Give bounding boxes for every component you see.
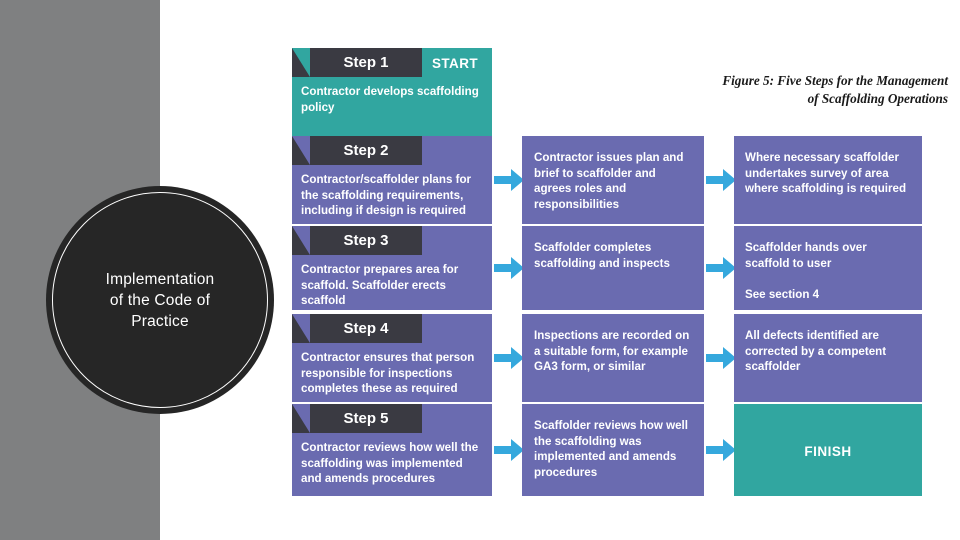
- circle-text-line-1: Implementation: [105, 270, 215, 288]
- right-card-text-3: Scaffolder hands over scaffold to user S…: [745, 241, 867, 301]
- right-card-2[interactable]: Where necessary scaffolder undertakes su…: [734, 136, 922, 224]
- right-card-background-3: [734, 226, 922, 310]
- step-banner-4: Step 4: [292, 314, 422, 343]
- arrow-right-icon-row-2-a: [494, 169, 524, 191]
- step-card-text-5: Contractor reviews how well the scaffold…: [301, 441, 479, 486]
- step-card-3[interactable]: Step 3 Contractor prepares area for scaff…: [292, 226, 492, 310]
- arrow-right-icon-row-5-a: [494, 439, 524, 461]
- figure-title: Figure 5: Five Steps for the Management …: [690, 72, 948, 108]
- step-banner-5: Step 5: [292, 404, 422, 433]
- step-banner-label-5: Step 5: [343, 410, 389, 427]
- step-card-text-2: Contractor/scaffolder plans for the scaf…: [301, 173, 472, 218]
- right-card-background-2: [734, 136, 922, 224]
- arrow-shaft: [494, 176, 513, 184]
- arrow-right-icon-row-5-b: [706, 439, 736, 461]
- circle-text: Implementation of the Code of Practice: [80, 269, 241, 332]
- circle-inner-ring: [52, 192, 268, 408]
- circle-text-line-2: of the Code of: [109, 291, 211, 309]
- step-banner-label-1: Step 1: [343, 54, 389, 71]
- middle-card-text-4: Inspections are recorded on a suitable f…: [534, 329, 690, 374]
- middle-card-2[interactable]: Contractor issues plan and brief to scaf…: [522, 136, 704, 224]
- step-card-text-4: Contractor ensures that person responsib…: [301, 351, 475, 396]
- middle-card-background-2: [522, 136, 704, 224]
- finish-card[interactable]: FINISH: [734, 404, 922, 496]
- arrow-head: [511, 169, 524, 191]
- circle-text-line-3: Practice: [131, 312, 189, 330]
- figure-title-line-2: of Scaffolding Operations: [807, 91, 948, 106]
- step-banner-slant-2: [292, 136, 310, 165]
- step-card-text-3: Contractor prepares area for scaffold. S…: [301, 263, 459, 308]
- middle-card-background-4: [522, 314, 704, 402]
- step-banner-label-4: Step 4: [343, 320, 389, 337]
- arrow-head: [511, 347, 524, 369]
- right-card-4[interactable]: All defects identified are corrected by …: [734, 314, 922, 402]
- step-card-4[interactable]: Step 4 Contractor ensures that person res…: [292, 314, 492, 402]
- arrow-shaft: [706, 446, 725, 454]
- start-label: START: [432, 56, 478, 71]
- arrow-head: [723, 169, 736, 191]
- finish-card-background: [734, 404, 922, 496]
- middle-card-background-5: [522, 404, 704, 496]
- right-card-background-4: [734, 314, 922, 402]
- step-banner-slant-1: [292, 48, 310, 77]
- step-card-2[interactable]: Step 2 Contractor/scaffolder plans for th…: [292, 136, 492, 224]
- finish-label: FINISH: [804, 444, 852, 459]
- step-banner-1: Step 1: [292, 48, 422, 77]
- arrow-shaft: [706, 264, 725, 272]
- implementation-circle: Implementation of the Code of Practice: [46, 186, 274, 414]
- right-card-3[interactable]: Scaffolder hands over scaffold to user S…: [734, 226, 922, 310]
- middle-card-background-3: [522, 226, 704, 310]
- arrow-shaft: [706, 176, 725, 184]
- arrow-head: [511, 439, 524, 461]
- arrow-head: [723, 439, 736, 461]
- step-card-text-1: Contractor develops scaffolding policy: [301, 85, 479, 114]
- arrow-shaft: [494, 264, 513, 272]
- middle-card-text-3: Scaffolder completes scaffolding and ins…: [534, 241, 670, 270]
- arrow-head: [723, 347, 736, 369]
- step-banner-3: Step 3: [292, 226, 422, 255]
- arrow-right-icon-row-2-b: [706, 169, 736, 191]
- middle-card-5[interactable]: Scaffolder reviews how well the scaffold…: [522, 404, 704, 496]
- step-banner-label-2: Step 2: [343, 142, 389, 159]
- step-card-1[interactable]: Step 1 START Contractor develops scaffoldi…: [292, 48, 492, 136]
- step-banner-slant-5: [292, 404, 310, 433]
- arrow-right-icon-row-3-b: [706, 257, 736, 279]
- step-banner-label-3: Step 3: [343, 232, 389, 249]
- arrow-head: [511, 257, 524, 279]
- arrow-shaft: [494, 354, 513, 362]
- step-card-5[interactable]: Step 5 Contractor reviews how well the sc…: [292, 404, 492, 496]
- middle-card-3[interactable]: Scaffolder completes scaffolding and ins…: [522, 226, 704, 310]
- middle-card-text-2: Contractor issues plan and brief to scaf…: [534, 151, 684, 211]
- step-banner-2: Step 2: [292, 136, 422, 165]
- right-card-text-4: All defects identified are corrected by …: [745, 329, 887, 374]
- arrow-right-icon-row-4-b: [706, 347, 736, 369]
- arrow-right-icon-row-3-a: [494, 257, 524, 279]
- right-card-text-2: Where necessary scaffolder undertakes su…: [745, 151, 907, 196]
- arrow-right-icon-row-4-a: [494, 347, 524, 369]
- arrow-shaft: [706, 354, 725, 362]
- middle-card-4[interactable]: Inspections are recorded on a suitable f…: [522, 314, 704, 402]
- arrow-shaft: [494, 446, 513, 454]
- middle-card-text-5: Scaffolder reviews how well the scaffold…: [534, 419, 688, 479]
- step-banner-slant-3: [292, 226, 310, 255]
- step-banner-slant-4: [292, 314, 310, 343]
- arrow-head: [723, 257, 736, 279]
- figure-title-line-1: Figure 5: Five Steps for the Management: [722, 73, 948, 88]
